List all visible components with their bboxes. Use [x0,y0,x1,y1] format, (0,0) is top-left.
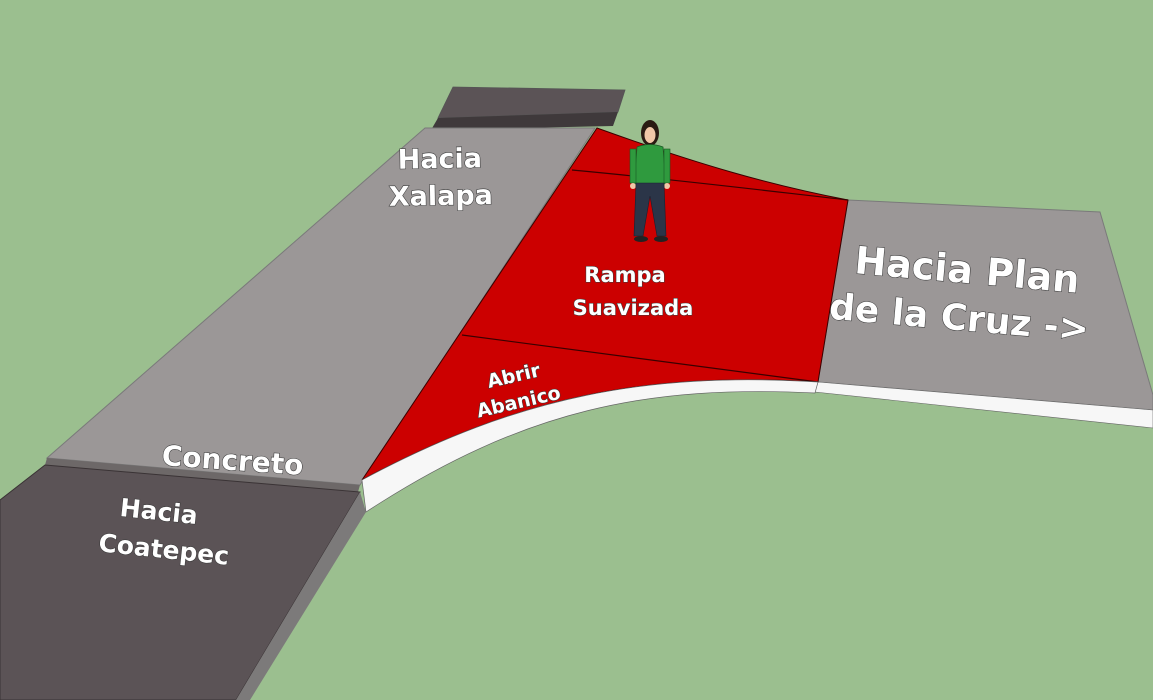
far-dark-road-segment [431,86,626,130]
label-rampa-line1: Rampa [584,263,665,287]
coatepec-road [0,464,366,700]
person-figure [629,120,671,242]
label-rampa-line2: Suavizada [573,296,694,320]
label-xalapa-line1: Hacia [397,143,482,175]
label-xalapa-line2: Xalapa [389,180,494,213]
red-ramp-area [361,127,849,513]
xalapa-road [45,127,596,492]
